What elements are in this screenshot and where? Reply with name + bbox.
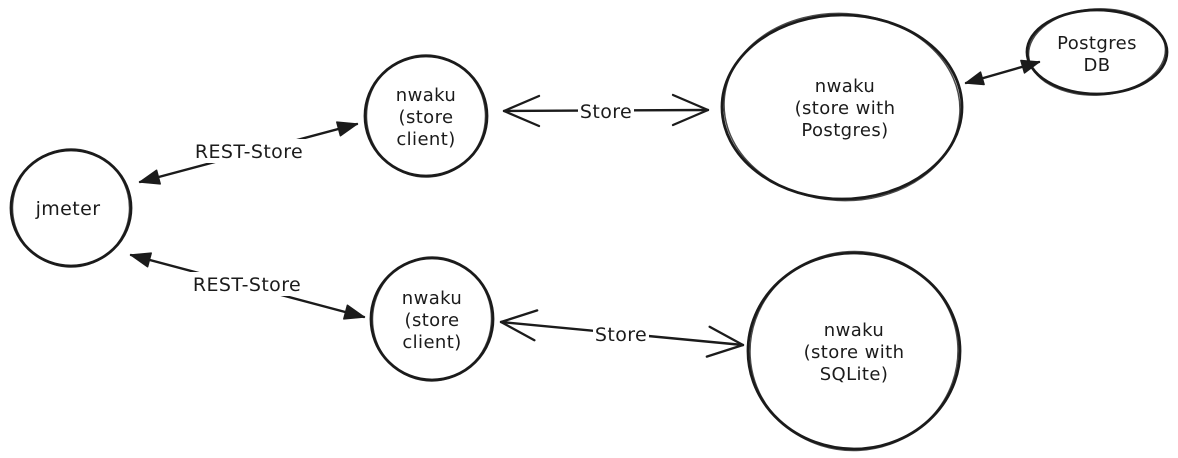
arrowhead-chevron-right-icon xyxy=(705,325,745,358)
node-jmeter: jmeter xyxy=(9,148,133,268)
node-nwaku-client-bottom-label-line2: (store xyxy=(405,310,460,331)
nwaku-client-top-circle-sketch xyxy=(365,54,487,178)
edge-label-mask xyxy=(578,99,634,123)
nwaku-store-sqlite-circle xyxy=(746,251,962,451)
edge-label-mask xyxy=(189,139,309,163)
nwaku-store-postgres-circle-sketch xyxy=(723,12,961,202)
node-jmeter-label: jmeter xyxy=(35,198,101,220)
arrowhead-solid-left-icon xyxy=(139,169,161,185)
node-nwaku-store-sqlite-label-line2: (store with xyxy=(804,342,905,363)
nwaku-client-bottom-circle-sketch xyxy=(371,256,493,382)
arrowhead-chevron-right-icon xyxy=(671,93,710,127)
arrowhead-solid-right-icon xyxy=(343,304,365,320)
node-nwaku-client-bottom-label-line3: client) xyxy=(402,332,461,353)
edge-rest-store-top: REST-Store xyxy=(138,121,359,185)
nwaku-store-sqlite-circle-sketch xyxy=(749,250,959,452)
nwaku-store-postgres-circle xyxy=(720,13,964,201)
edge-label-store-bottom: Store xyxy=(595,324,647,346)
edge-postgres-db-link xyxy=(964,59,1041,86)
edge-label-store-top: Store xyxy=(580,101,632,123)
node-nwaku-store-postgres: nwaku (store with Postgres) xyxy=(720,12,964,202)
postgres-db-ellipse-sketch xyxy=(1027,8,1167,96)
arrowhead-chevron-left-icon xyxy=(502,94,541,128)
node-nwaku-store-postgres-label-line1: nwaku xyxy=(815,76,875,97)
edge-label-mask xyxy=(593,322,649,346)
edge-rest-store-bottom: REST-Store xyxy=(129,252,366,320)
edge-store-top: Store xyxy=(502,93,710,128)
node-nwaku-store-postgres-label-line3: Postgres) xyxy=(801,120,888,141)
edge-label-rest-store-top: REST-Store xyxy=(195,141,303,163)
nwaku-client-bottom-circle xyxy=(369,256,495,382)
node-nwaku-client-top-label-line3: client) xyxy=(396,129,455,150)
edge-label-rest-store-bottom: REST-Store xyxy=(193,274,301,296)
jmeter-circle xyxy=(9,148,133,268)
nwaku-client-top-circle xyxy=(363,54,489,178)
node-nwaku-client-bottom: nwaku (store client) xyxy=(369,256,495,382)
node-nwaku-client-top-label-line2: (store xyxy=(399,107,454,128)
node-postgres-db-label-line1: Postgres xyxy=(1057,33,1137,54)
postgres-db-ellipse xyxy=(1025,8,1169,96)
arrowhead-solid-left-icon xyxy=(130,252,152,268)
jmeter-circle-sketch xyxy=(11,148,131,268)
node-nwaku-client-top: nwaku (store client) xyxy=(363,54,489,178)
node-nwaku-store-sqlite-label-line1: nwaku xyxy=(824,320,884,341)
node-nwaku-client-bottom-label-line1: nwaku xyxy=(402,288,462,309)
node-nwaku-store-sqlite-label-line3: SQLite) xyxy=(820,364,889,385)
node-postgres-db-label-line2: DB xyxy=(1083,55,1110,76)
arrowhead-solid-left-icon xyxy=(965,71,985,86)
node-nwaku-store-sqlite: nwaku (store with SQLite) xyxy=(746,250,962,452)
node-postgres-db: Postgres DB xyxy=(1025,8,1169,96)
arrowhead-chevron-left-icon xyxy=(499,309,539,342)
node-nwaku-store-postgres-label-line2: (store with xyxy=(795,98,896,119)
node-nwaku-client-top-label-line1: nwaku xyxy=(396,85,456,106)
edge-store-bottom: Store xyxy=(499,309,745,358)
edge-label-mask xyxy=(187,272,307,296)
arrowhead-solid-right-icon xyxy=(336,121,358,137)
